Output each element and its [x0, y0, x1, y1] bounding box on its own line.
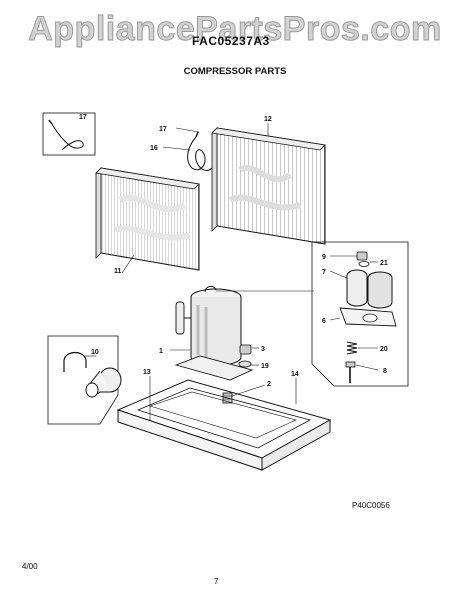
callout-9: 9 — [322, 254, 326, 261]
callout-10: 10 — [91, 349, 99, 356]
model-number: FAC05237A3 — [192, 34, 270, 48]
callout-13: 13 — [143, 369, 151, 376]
callout-17: 17 — [159, 126, 167, 133]
callout-3: 3 — [261, 346, 265, 353]
callout-21: 21 — [380, 260, 388, 267]
callout-12: 12 — [264, 116, 272, 123]
callout-11: 11 — [114, 268, 122, 275]
callout-2: 2 — [267, 381, 271, 388]
callout-leaders — [84, 123, 379, 420]
footer-date: 4/00 — [22, 562, 38, 571]
condenser-coil — [211, 127, 326, 245]
callout-19: 19 — [261, 363, 269, 370]
compressor — [174, 285, 254, 381]
inset-box-capillary — [42, 112, 96, 156]
inset-box-clamp — [47, 335, 122, 425]
base-pan — [116, 379, 332, 471]
inset-box-overload — [311, 241, 409, 387]
callout-7: 7 — [322, 269, 326, 276]
callout-17-inset: 17 — [79, 114, 87, 121]
grommet-and-nut — [238, 344, 252, 368]
callout-20: 20 — [380, 346, 388, 353]
watermark-text: AppliancePartsPros.com — [28, 10, 442, 49]
diagram-code: P40C0056 — [352, 501, 390, 510]
capillary-tube — [187, 131, 213, 171]
callout-1: 1 — [159, 348, 163, 355]
callout-14: 14 — [291, 371, 299, 378]
callout-6: 6 — [322, 318, 326, 325]
callout-16: 16 — [150, 145, 158, 152]
page-title: COMPRESSOR PARTS — [183, 66, 287, 77]
evaporator-coil — [95, 167, 200, 271]
callout-8: 8 — [383, 368, 387, 375]
page-number: 7 — [214, 577, 219, 586]
